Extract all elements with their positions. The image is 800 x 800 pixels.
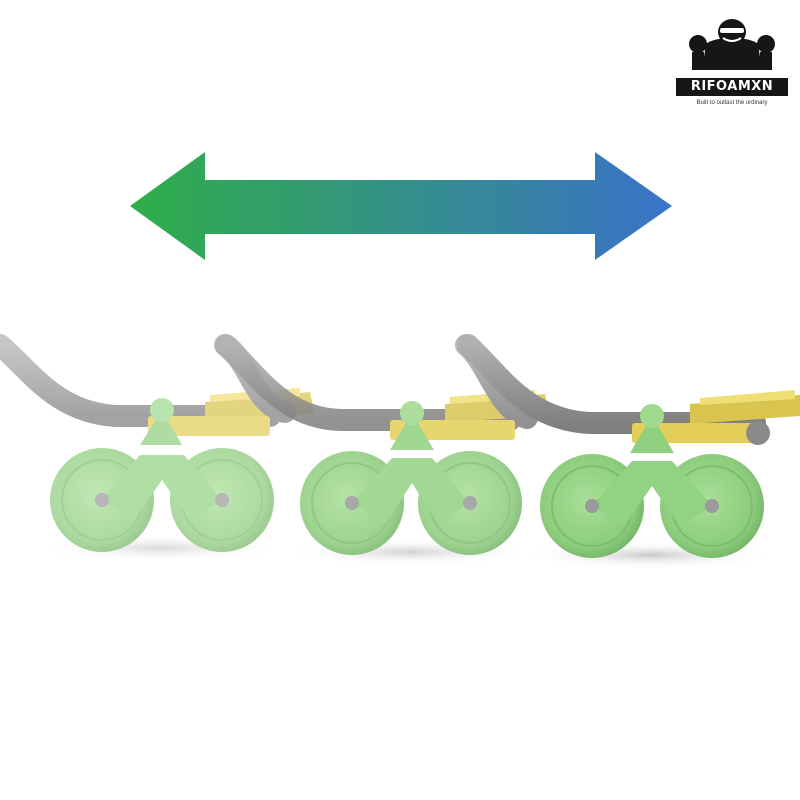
brand-logo: RIFOAMXN Built to outlast the ordinary (676, 14, 788, 114)
ab-roller-3 (457, 334, 800, 569)
double-headed-arrow-icon (130, 152, 672, 260)
brand-name: RIFOAMXN (676, 78, 788, 96)
brand-tagline: Built to outlast the ordinary (696, 100, 768, 106)
gorilla-icon (689, 19, 775, 70)
